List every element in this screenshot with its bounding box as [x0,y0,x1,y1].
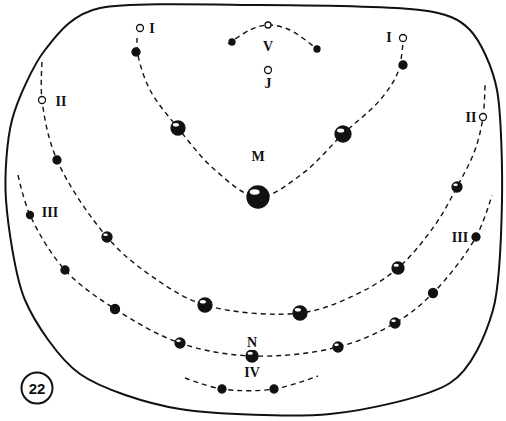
moon-dot [132,48,140,56]
moon-dot [171,121,185,135]
moon-dot [265,67,272,74]
moon-dot [198,298,212,312]
figure-number-text: 22 [29,381,46,396]
moon-dot [229,39,235,45]
moon-dot [390,318,400,328]
moon-dot [102,232,112,242]
moon-dot [400,35,407,42]
moon-label: III [451,231,469,245]
moon-label: II [465,111,478,125]
figure-number: 22 [20,371,54,405]
orbit-path [137,38,403,197]
moon-label: M [250,150,265,164]
moon-dot [175,338,185,348]
moon-dot [392,262,404,274]
moon-dot [27,212,34,219]
moon-dot [137,25,144,32]
moon-dot [53,156,61,164]
outline [5,4,502,415]
moon-dot [293,306,307,320]
moon-label: I [385,31,392,45]
orbit-path [18,175,492,356]
moon-dot [399,61,407,69]
orbit-path [41,62,485,314]
moon-label: V [262,40,274,54]
moon-dot [39,97,46,104]
moon-dot [61,266,69,274]
moon-dot [452,182,462,192]
moon-dot [480,114,487,121]
moon-dot [246,350,258,362]
moon-dot [472,233,480,241]
moon-label: N [246,336,258,350]
moon-dot [333,342,343,352]
moon-dot [218,385,226,393]
moon-dot [111,305,120,314]
moon-dot [314,46,320,52]
moon-label: IV [243,366,261,380]
moon-label: J [264,77,273,91]
moon-dot [335,126,351,142]
moon-dot [270,385,278,393]
moon-dot [265,22,271,28]
moon-label: II [55,95,68,109]
moon-dot [429,289,438,298]
moon-label: III [41,206,59,220]
moon-label: I [148,22,155,36]
moon-dot [247,186,269,208]
